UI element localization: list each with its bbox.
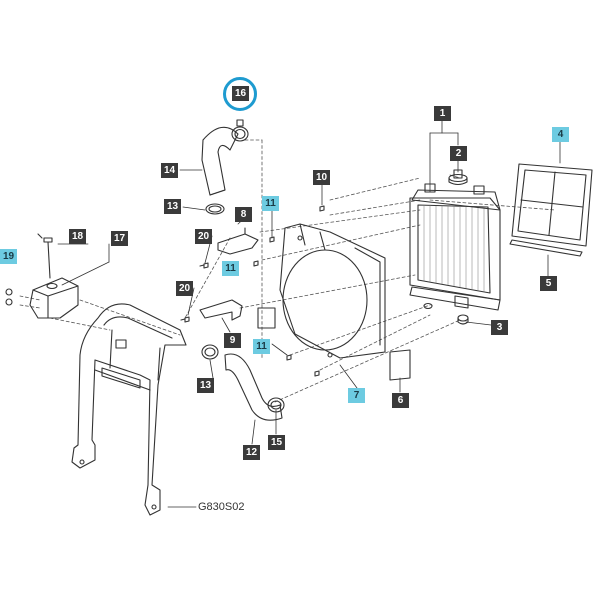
callout-2[interactable]: 2 (450, 146, 467, 161)
drain-plug (423, 302, 469, 325)
callout-11-top[interactable]: 11 (262, 196, 279, 211)
hose-clamp-13-lower (201, 344, 219, 360)
callout-11-low[interactable]: 11 (253, 339, 270, 354)
assembly-guide-lines (19, 139, 556, 403)
radiator-cap (448, 169, 468, 186)
level-sensor (37, 233, 53, 279)
callout-16[interactable]: 16 (232, 86, 249, 101)
callout-6[interactable]: 6 (392, 393, 409, 408)
shroud-pad (257, 307, 276, 329)
callout-11-mid[interactable]: 11 (222, 261, 239, 276)
callout-17[interactable]: 17 (111, 231, 128, 246)
callout-20-upper[interactable]: 20 (195, 229, 212, 244)
figure-reference-code: G830S02 (198, 501, 245, 513)
callout-5[interactable]: 5 (540, 276, 557, 291)
callout-12[interactable]: 12 (243, 445, 260, 460)
upper-hose (201, 126, 239, 196)
callout-10[interactable]: 10 (313, 170, 330, 185)
bracket-8 (217, 227, 259, 255)
foam-pad (389, 349, 411, 381)
callout-4[interactable]: 4 (552, 127, 569, 142)
callout-8[interactable]: 8 (235, 207, 252, 222)
fan-shroud (279, 223, 386, 359)
callout-7[interactable]: 7 (348, 388, 365, 403)
callout-20-lower[interactable]: 20 (176, 281, 193, 296)
radiator-screen (511, 163, 593, 247)
leader-lines (57, 119, 561, 508)
callout-13-lower[interactable]: 13 (197, 378, 214, 393)
callout-15[interactable]: 15 (268, 435, 285, 450)
screws (180, 205, 325, 377)
expansion-tank (29, 277, 79, 319)
callout-14[interactable]: 14 (161, 163, 178, 178)
hose-clamp-15 (267, 397, 285, 413)
callout-9[interactable]: 9 (224, 333, 241, 348)
callout-1[interactable]: 1 (434, 106, 451, 121)
bracket-9 (199, 299, 243, 321)
seal-strip (509, 239, 583, 257)
hose-clamp-upper (231, 119, 249, 142)
callout-19[interactable]: 19 (0, 249, 17, 264)
callout-18[interactable]: 18 (69, 229, 86, 244)
callout-3[interactable]: 3 (491, 320, 508, 335)
callout-13-upper[interactable]: 13 (164, 199, 181, 214)
lower-hose (224, 353, 283, 421)
support-frame (71, 303, 187, 516)
radiator (409, 183, 501, 311)
highlight-ring (223, 77, 257, 111)
hose-clamp-13-upper (205, 203, 225, 215)
nuts (5, 288, 13, 306)
